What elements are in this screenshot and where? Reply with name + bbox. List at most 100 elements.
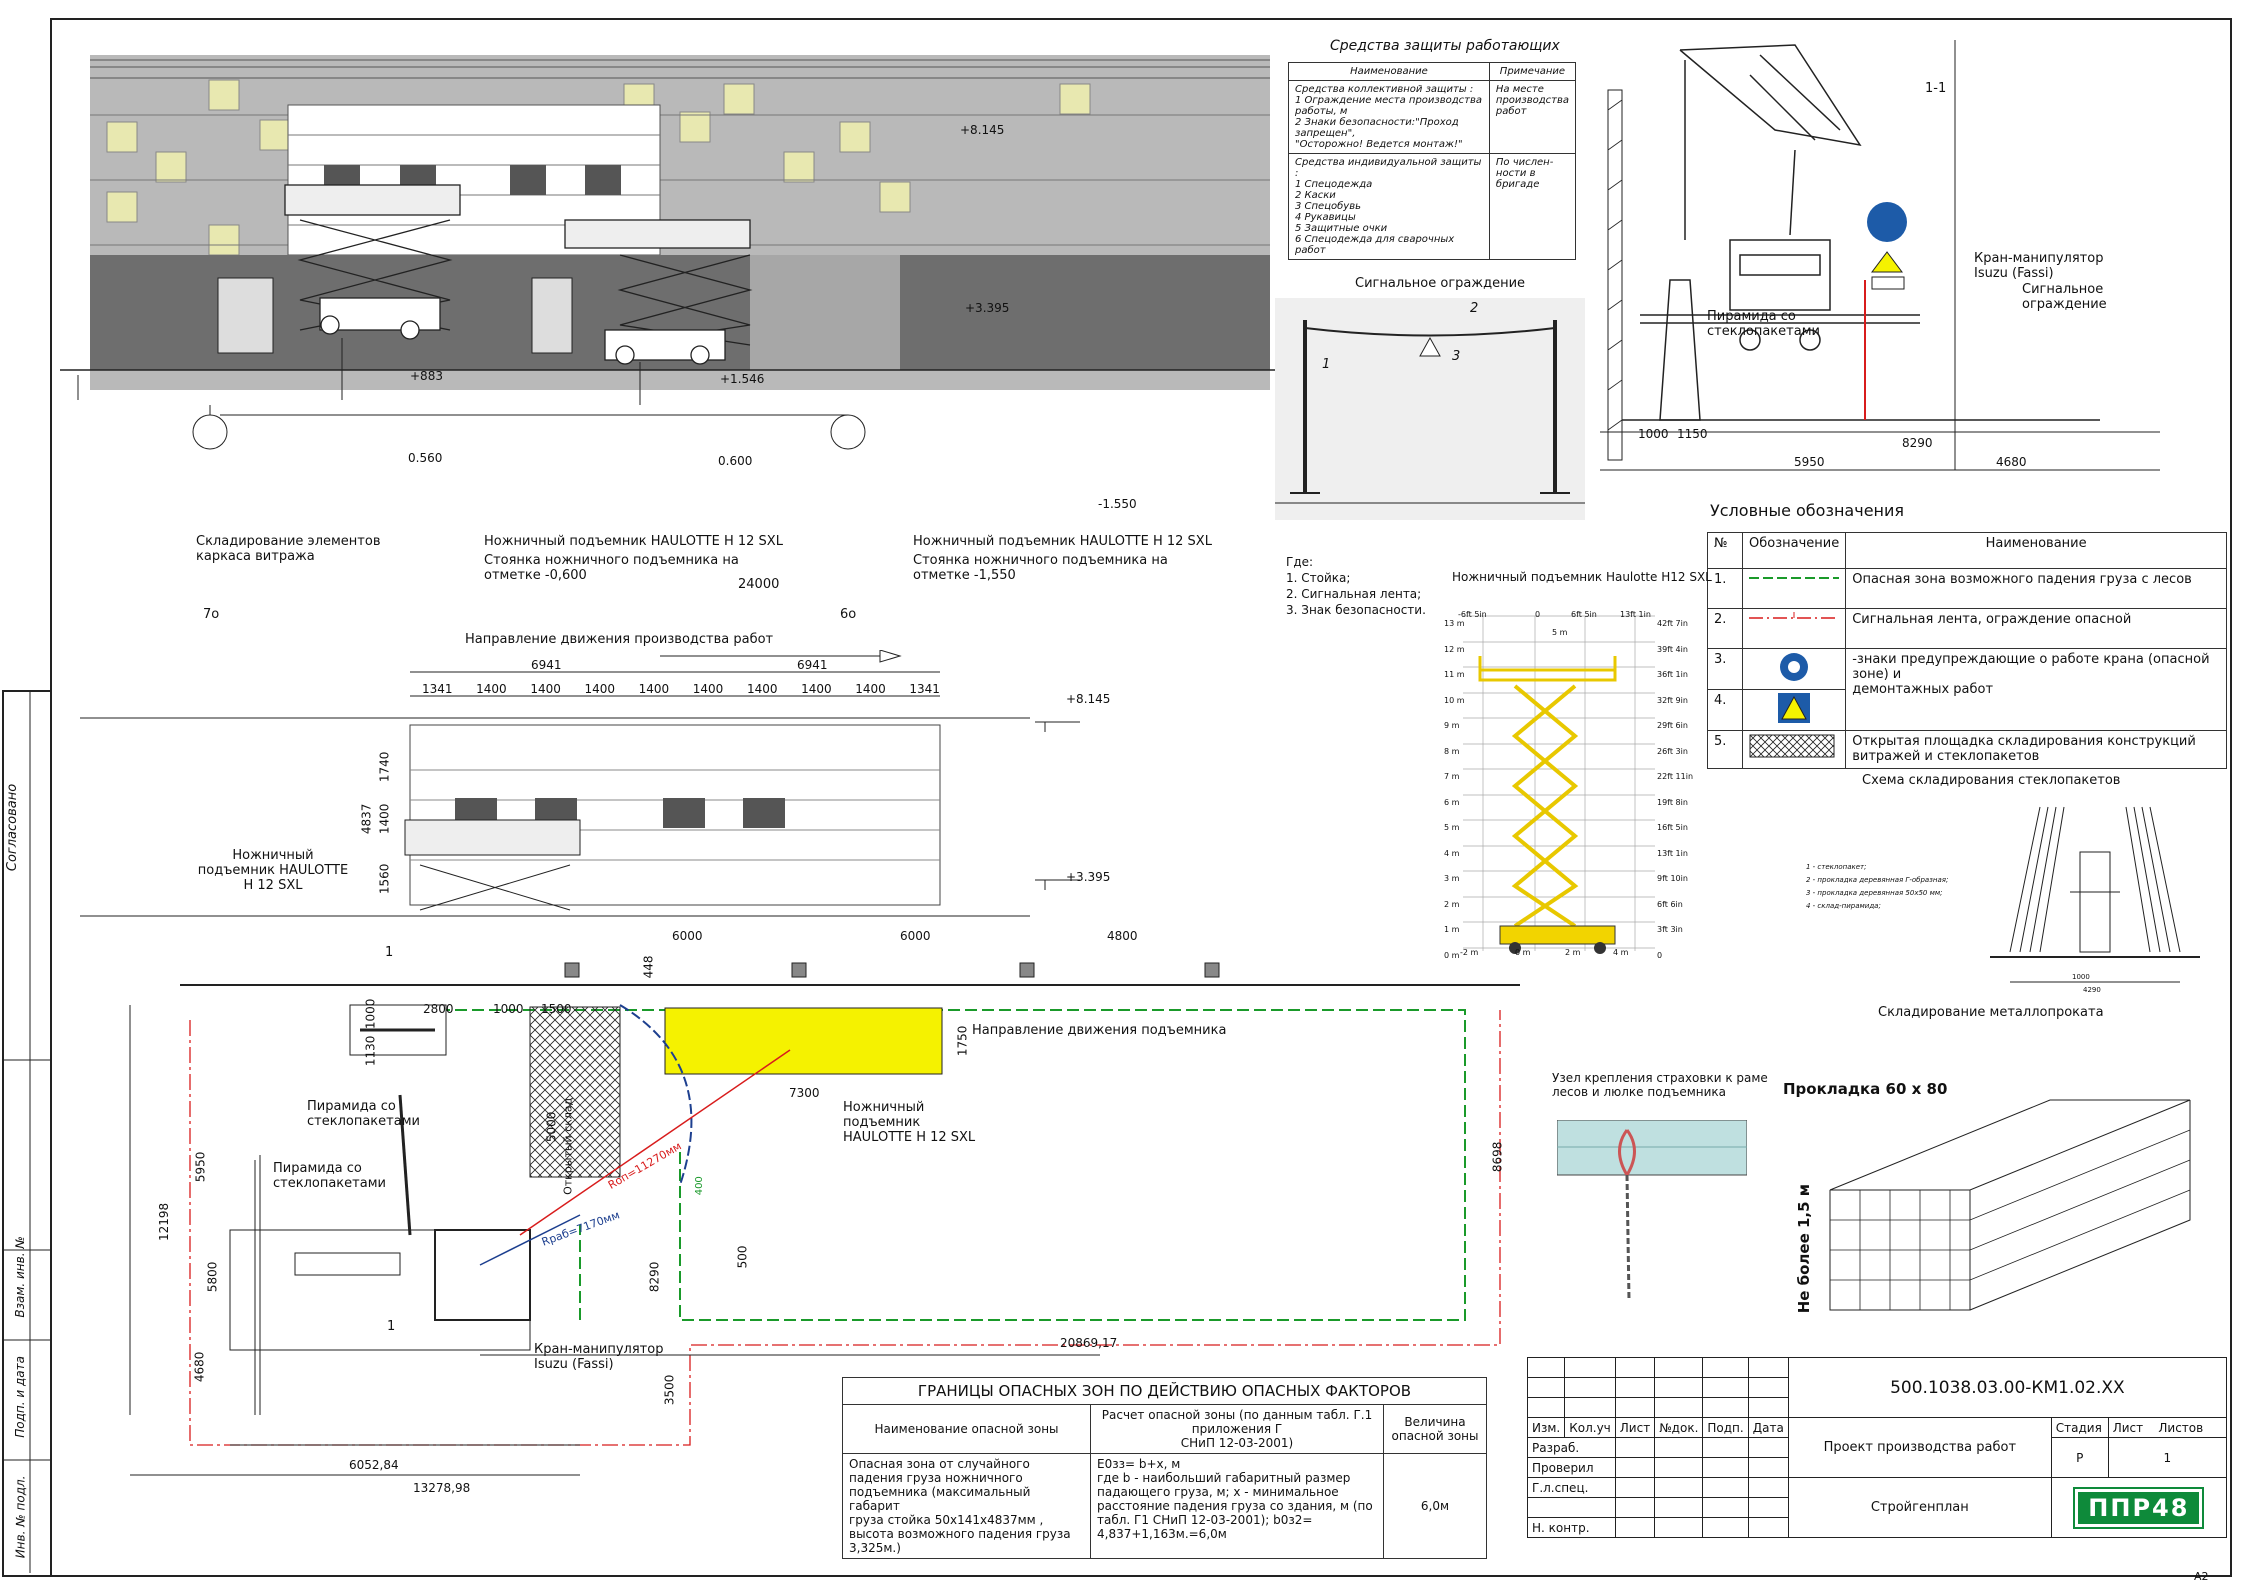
elev-lift2-a: Ножничный подъемник HAULOTTE H 12 SXL [913, 534, 1212, 549]
site-dim-500: 500 [735, 1245, 750, 1269]
p-r1-3: "Осторожно! Ведется монтаж!" [1295, 139, 1463, 150]
protection-row2-note: По числен- ности в бригаде [1488, 153, 1577, 260]
section-fence: Сигнальное ограждение [2022, 282, 2122, 313]
metal-title: Складирование металлопроката [1878, 1005, 2104, 1020]
lift-chart-title: Ножничный подъемник Haulotte H12 SXL [1452, 570, 1712, 584]
fence-label-1: 1 [1322, 357, 1331, 372]
fence-item-3: 3. Знак безопасности. [1286, 603, 1426, 617]
zones-h3-0: Величина [1404, 1415, 1466, 1429]
rtick: 39ft 4in [1657, 644, 1688, 654]
stamp-sheet-name: Стройгенплан [1787, 1477, 2052, 1538]
module-dim: 1400 [530, 682, 561, 696]
lift-chart-top3: 13ft 1in [1620, 610, 1651, 619]
ytick: 8 m [1444, 746, 1460, 756]
rtick: 22ft 11in [1657, 772, 1694, 781]
stamp-h-sheets-cell: Лист Листов [2107, 1417, 2228, 1438]
glass-note: 4 - склад-пирамида; [1806, 902, 1881, 910]
lift-chart-x1: 0 m [1515, 948, 1531, 957]
fence-where: Где: [1286, 555, 1314, 569]
zc1: высота возможного падения груза [849, 1527, 1071, 1541]
zc1: подъемника (максимальный габарит [849, 1485, 1031, 1513]
zc2: где b - наибольший габаритный размер [1097, 1471, 1351, 1485]
section-dim-5950: 5950 [1794, 455, 1825, 469]
ytick: 9 m [1444, 721, 1460, 730]
module-dim: 1400 [638, 682, 670, 696]
p-r2-2: 2 Каски [1295, 190, 1336, 201]
p-r2-0: Средства индивидуальной защиты : [1295, 157, 1482, 179]
section-dim-1000: 1000 [1638, 427, 1669, 441]
p-n2-0: По числен- [1495, 157, 1554, 168]
legend-sym-2 [1741, 608, 1847, 649]
stamp-logo-cell: ППР48 [2050, 1477, 2228, 1538]
stamp-col-podp: Подп. [1702, 1417, 1749, 1438]
module-dim: 1400 [855, 682, 886, 696]
section-pyramid: Пирамида со стеклопакетами [1707, 309, 1820, 340]
legend-sym-3 [1741, 648, 1847, 690]
site-dim-4680: 4680 [192, 1351, 207, 1383]
site-pyramid2-text: Пирамида со стеклопакетами [273, 1161, 386, 1191]
zones-table: ГРАНИЦЫ ОПАСНЫХ ЗОН ПО ДЕЙСТВИЮ ОПАСНЫХ … [842, 1377, 1487, 1559]
site-plan [129, 962, 1520, 1476]
elev-lift2-b: Стоянка ножничного подъемника на отметке… [913, 553, 1168, 583]
metal-stack [1829, 1099, 2191, 1311]
site-crane: Кран-манипулятор Isuzu (Fassi) [534, 1342, 674, 1373]
section-dim-4680: 4680 [1996, 455, 2027, 469]
protection-row1-note: На месте производства работ [1488, 80, 1577, 154]
zc2: падающего груза, м; х - минимальное [1097, 1485, 1339, 1499]
lift-chart-span: 5 m [1552, 628, 1568, 637]
stamp-role-prov: Проверил [1527, 1457, 1616, 1478]
zones-h3: Величина опасной зоны [1383, 1404, 1487, 1454]
zc2: 4,837+1,163м.=6,0м [1097, 1527, 1227, 1541]
module-dim: 1400 [801, 682, 832, 696]
site-dim-7300: 7300 [789, 1086, 820, 1100]
axis-6o: 6о [840, 607, 857, 622]
protection-col1: Наименование [1288, 62, 1490, 81]
zones-h2: Расчет опасной зоны (по данным табл. Г.1… [1090, 1404, 1384, 1454]
section-fence-text: Сигнальное ограждение [2022, 282, 2107, 312]
p-r1-1: 1 Ограждение места производства работы, … [1295, 95, 1483, 117]
site-dim-1000b: 1000 [493, 1002, 524, 1016]
site-cut-1b: 1 [387, 1319, 396, 1334]
lift-chart-x3: 4 m [1613, 948, 1629, 957]
stamp-role-gl: Г.л.спец. [1527, 1477, 1616, 1498]
lift-chart-top0: -6ft 5in [1458, 610, 1487, 619]
ytick: 2 m [1444, 899, 1460, 909]
facade-direction: Направление движения производства работ [465, 632, 774, 647]
fence-label-3: 3 [1452, 349, 1461, 364]
fence-item-1: 1. Стойка; [1286, 571, 1351, 585]
legend-h-n: № [1707, 532, 1743, 569]
stamp-role-nk: Н. контр. [1527, 1517, 1616, 1538]
site-dim-12198: 12198 [157, 1202, 172, 1241]
glass-notes: 1 - стеклопакет; 2 - прокладка деревянна… [1806, 861, 1948, 913]
facade-dim-6941b: 6941 [797, 658, 828, 672]
legend-text-5: Открытая площадка складирования конструк… [1845, 730, 2227, 769]
rtick: 6ft 6in [1657, 899, 1683, 909]
zones-h1: Наименование опасной зоны [842, 1404, 1091, 1454]
protection-row2: Средства индивидуальной защиты : 1 Спецо… [1288, 153, 1490, 260]
stamp-project: Проект производства работ [1787, 1417, 2052, 1478]
elev-lift1-b: Стоянка ножничного подъемника на отметке… [484, 553, 739, 583]
site-dim-448: 448 [641, 955, 656, 979]
company-logo: ППР48 [2073, 1486, 2205, 1529]
legend-n-4: 4. [1707, 689, 1743, 731]
zones-h2-1: приложения Г [1191, 1422, 1283, 1436]
rtick: 26ft 3in [1657, 746, 1688, 756]
site-lift-text: Ножничный подъемник HAULOTTE H 12 SXL [843, 1100, 976, 1145]
zones-title: ГРАНИЦЫ ОПАСНЫХ ЗОН ПО ДЕЙСТВИЮ ОПАСНЫХ … [842, 1377, 1487, 1405]
axis-7o: 7о [203, 607, 220, 622]
protection-col2: Примечание [1488, 62, 1577, 81]
legend-n-5: 5. [1707, 730, 1743, 769]
site-cut-1a: 1 [385, 945, 394, 960]
rtick: 3ft 3in [1657, 925, 1683, 934]
facade-lift-label: Ножничный подъемник HAULOTTE H 12 SXL [193, 848, 353, 894]
ytick: 10 m [1444, 695, 1465, 705]
elev-mark-0560: 0.560 [408, 451, 443, 465]
module-dim: 1400 [692, 682, 724, 696]
site-dim-8698: 8698 [1490, 1141, 1505, 1173]
facade-dim-1740: 1740 [377, 751, 392, 783]
legend-h-name: Наименование [1845, 532, 2227, 569]
